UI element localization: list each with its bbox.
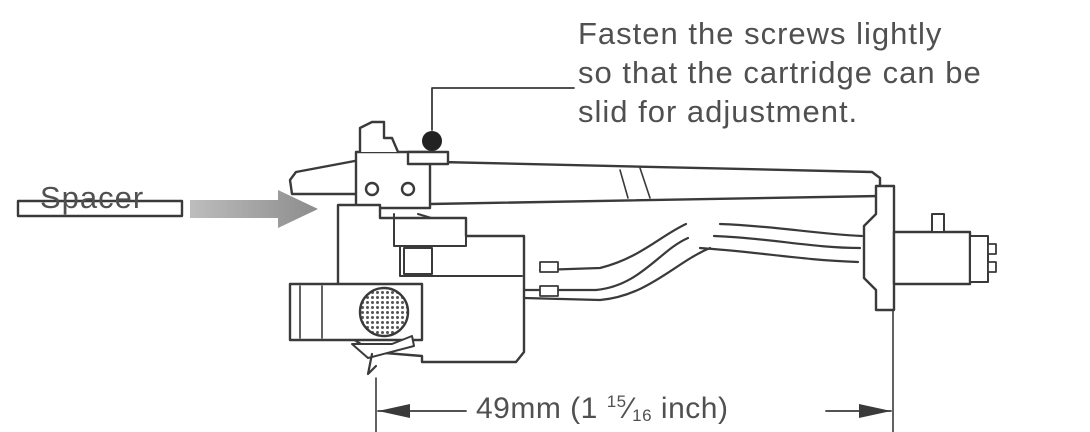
insert-arrow — [190, 190, 318, 228]
note-line-3: slid for adjustment. — [578, 94, 859, 129]
spacer-label: Spacer — [40, 180, 145, 215]
dimension-suffix: inch) — [660, 392, 729, 425]
dimension-slash: ⁄ — [626, 392, 633, 425]
dim-arrow-right — [859, 404, 891, 418]
dimension-prefix: 49mm (1 — [476, 392, 598, 425]
lead-wire-3 — [538, 222, 688, 272]
mount-hole-right — [400, 181, 416, 197]
dimension-numerator: 15 — [606, 392, 627, 411]
connector-collar — [862, 184, 896, 312]
connector-plug — [892, 230, 972, 286]
note-line-2: so that the cartridge can be — [578, 55, 982, 90]
headshell-arm — [288, 158, 882, 206]
mesh-grille — [358, 286, 410, 338]
dim-arrow-left — [378, 404, 410, 418]
lead-wire-5 — [712, 234, 862, 250]
stylus-tip — [366, 352, 378, 376]
lead-wire-2 — [522, 246, 712, 302]
spacer-bar — [16, 199, 184, 218]
lead-wire-1 — [522, 236, 690, 292]
dimension-denominator: 16 — [632, 406, 653, 425]
annotation-leader-line — [431, 87, 575, 131]
lead-wire-6 — [718, 222, 864, 238]
dimension-label: 49mm (1 15⁄16 inch) — [472, 392, 733, 426]
adjustment-note: Fasten the screws lightly so that the ca… — [578, 14, 982, 131]
mount-hole-left — [364, 181, 380, 197]
lead-wire-4 — [698, 246, 860, 264]
finger-lift — [358, 120, 400, 154]
screw-indicator-dot — [422, 131, 442, 151]
note-line-1: Fasten the screws lightly — [578, 16, 943, 51]
